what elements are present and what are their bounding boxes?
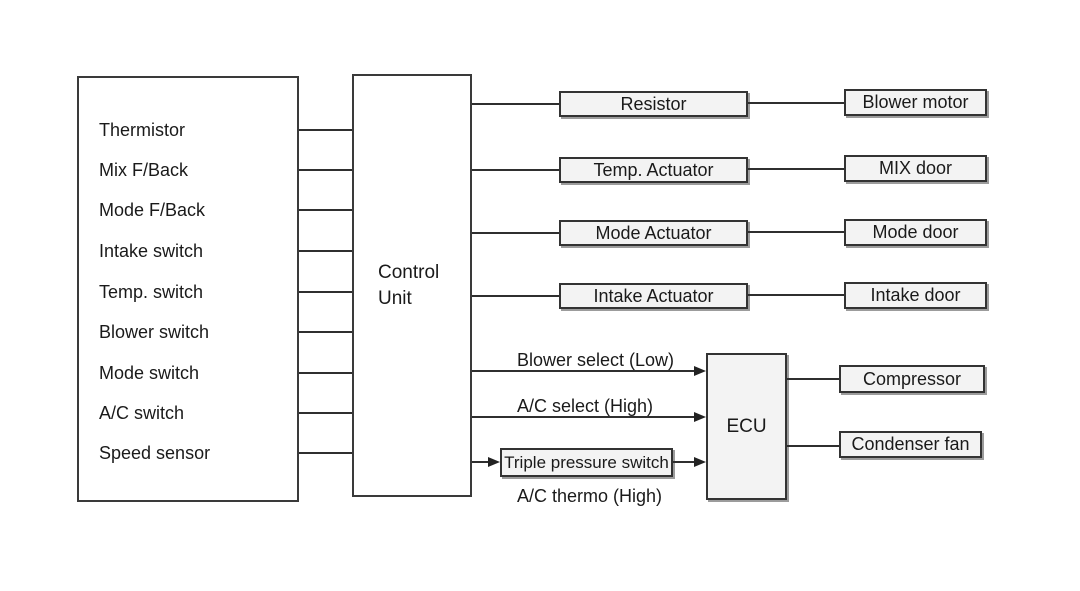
connector-line xyxy=(472,103,559,105)
compressor-box: Compressor xyxy=(839,365,985,393)
connector-line xyxy=(748,168,844,170)
intake-door-box: Intake door xyxy=(844,282,987,309)
triple-pressure-switch-box: Triple pressure switch xyxy=(500,448,673,477)
ecu-box: ECU xyxy=(706,353,787,500)
connector-line xyxy=(299,331,352,333)
blower-motor-box: Blower motor xyxy=(844,89,987,116)
connector-line xyxy=(748,231,844,233)
input-label-intake-switch: Intake switch xyxy=(99,241,204,261)
connector-line xyxy=(748,294,844,296)
ac-thermo-label: A/C thermo (High) xyxy=(517,486,663,506)
input-label-thermistor: Thermistor xyxy=(99,120,186,140)
mode-door-box: Mode door xyxy=(844,219,987,246)
input-label-mode-switch: Mode switch xyxy=(99,363,200,383)
connector-line xyxy=(472,370,694,372)
input-label-mode-fback: Mode F/Back xyxy=(99,200,206,220)
connector-line xyxy=(472,169,559,171)
connector-line xyxy=(299,372,352,374)
arrowhead-icon xyxy=(488,457,500,467)
connector-line xyxy=(472,416,694,418)
connector-line xyxy=(299,452,352,454)
connector-line xyxy=(299,291,352,293)
connector-line xyxy=(472,232,559,234)
connector-line xyxy=(472,295,559,297)
arrowhead-icon xyxy=(694,366,706,376)
connector-line xyxy=(748,102,844,104)
input-label-blower-switch: Blower switch xyxy=(99,322,210,342)
input-label-mix-fback: Mix F/Back xyxy=(99,160,189,180)
control-unit-box: Control Unit xyxy=(352,74,472,497)
resistor-box: Resistor xyxy=(559,91,748,117)
connector-line xyxy=(299,169,352,171)
blower-select-label: Blower select (Low) xyxy=(517,350,675,370)
connector-line xyxy=(787,378,839,380)
input-panel xyxy=(77,76,299,502)
connector-line xyxy=(299,250,352,252)
mode-actuator-box: Mode Actuator xyxy=(559,220,748,246)
connector-line xyxy=(787,445,839,447)
condenser-fan-box: Condenser fan xyxy=(839,431,982,458)
ecu-label: ECU xyxy=(726,415,767,437)
input-label-ac-switch: A/C switch xyxy=(99,403,185,423)
connector-line xyxy=(299,209,352,211)
mix-door-box: MIX door xyxy=(844,155,987,182)
connector-line xyxy=(299,412,352,414)
temp-actuator-box: Temp. Actuator xyxy=(559,157,748,183)
arrowhead-icon xyxy=(694,457,706,467)
connector-line xyxy=(299,129,352,131)
ac-select-label: A/C select (High) xyxy=(517,396,654,416)
input-label-speed-sensor: Speed sensor xyxy=(99,443,211,463)
arrowhead-icon xyxy=(694,412,706,422)
control-unit-label: Control Unit xyxy=(378,261,440,309)
connector-line xyxy=(673,461,694,463)
connector-line xyxy=(472,461,488,463)
intake-actuator-box: Intake Actuator xyxy=(559,283,748,309)
input-label-temp-switch: Temp. switch xyxy=(99,282,204,302)
